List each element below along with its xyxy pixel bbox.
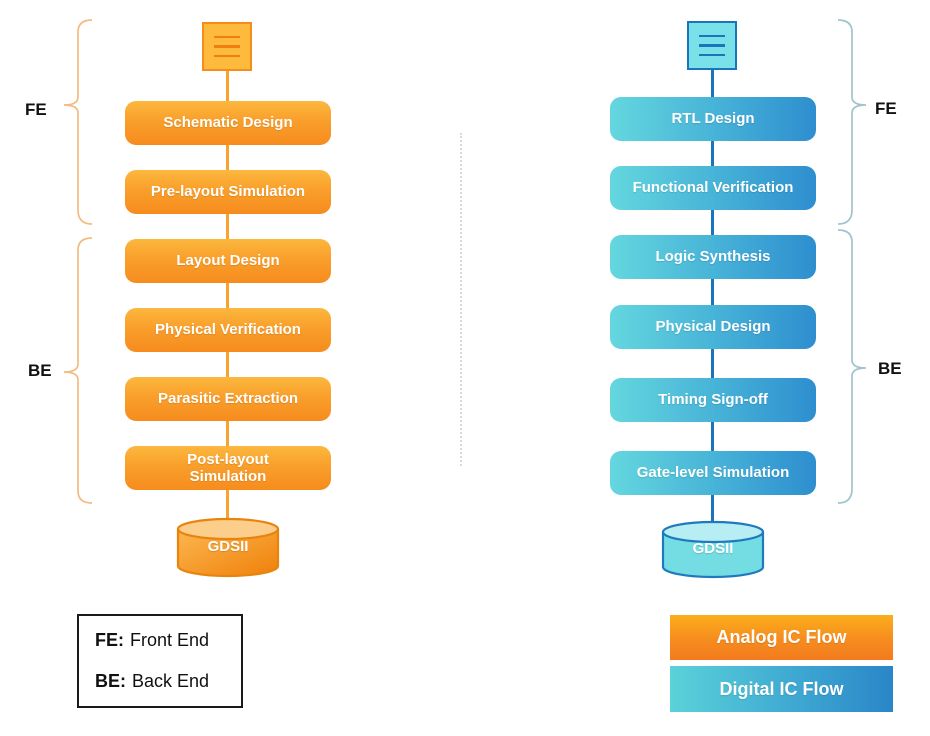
fe-label-digital: FE [875, 99, 897, 118]
fe-definition: FE: Front End [95, 630, 241, 651]
document-icon-line [214, 54, 240, 58]
be-brace-analog [63, 237, 93, 504]
document-icon-line [699, 44, 725, 47]
be-abbr: BE: [95, 671, 126, 691]
document-icon-line [699, 53, 725, 57]
analog-connector-line [226, 68, 229, 522]
dotted-divider-line [460, 133, 462, 466]
gdsii-label-analog: GDSII [207, 538, 249, 555]
document-icon [687, 21, 737, 70]
digital-connector-line [711, 68, 714, 526]
flow-step-logic-synthesis: Logic Synthesis [610, 235, 816, 279]
gdsii-cylinder-digital [661, 520, 765, 579]
be-desc: Back End [132, 671, 210, 691]
document-icon [202, 22, 252, 71]
flow-step-rtl-design: RTL Design [610, 97, 816, 141]
document-icon-line [214, 45, 240, 48]
flow-step-parasitic-extraction: Parasitic Extraction [125, 377, 331, 421]
be-definition: BE: Back End [95, 671, 241, 692]
fe-brace-analog [63, 19, 93, 225]
flow-step-gate-level-simulation: Gate-level Simulation [610, 451, 816, 495]
flow-step-pre-layout-simulation: Pre-layout Simulation [125, 170, 331, 214]
flow-step-timing-sign-off: Timing Sign-off [610, 378, 816, 422]
flow-step-schematic-design: Schematic Design [125, 101, 331, 145]
flow-step-physical-verification: Physical Verification [125, 308, 331, 352]
flow-step-layout-design: Layout Design [125, 239, 331, 283]
document-icon-line [699, 34, 725, 38]
be-label-analog: BE [28, 361, 52, 380]
document-icon-line [214, 35, 240, 39]
fe-brace-digital [837, 19, 867, 225]
fe-desc: Front End [130, 630, 210, 650]
legend-analog-ic-flow: Analog IC Flow [670, 615, 893, 660]
flow-step-functional-verification: Functional Verification [610, 166, 816, 210]
legend-digital-ic-flow: Digital IC Flow [670, 666, 893, 712]
be-label-digital: BE [878, 359, 902, 378]
fe-abbr: FE: [95, 630, 124, 650]
gdsii-label-digital: GDSII [692, 540, 734, 557]
gdsii-cylinder-analog [176, 517, 280, 578]
fe-label-analog: FE [25, 100, 47, 119]
flow-step-physical-design: Physical Design [610, 305, 816, 349]
abbreviation-legend-box: FE: Front End BE: Back End [77, 614, 243, 708]
flow-step-post-layout-simulation: Post-layout Simulation [125, 446, 331, 490]
be-brace-digital [837, 229, 867, 504]
